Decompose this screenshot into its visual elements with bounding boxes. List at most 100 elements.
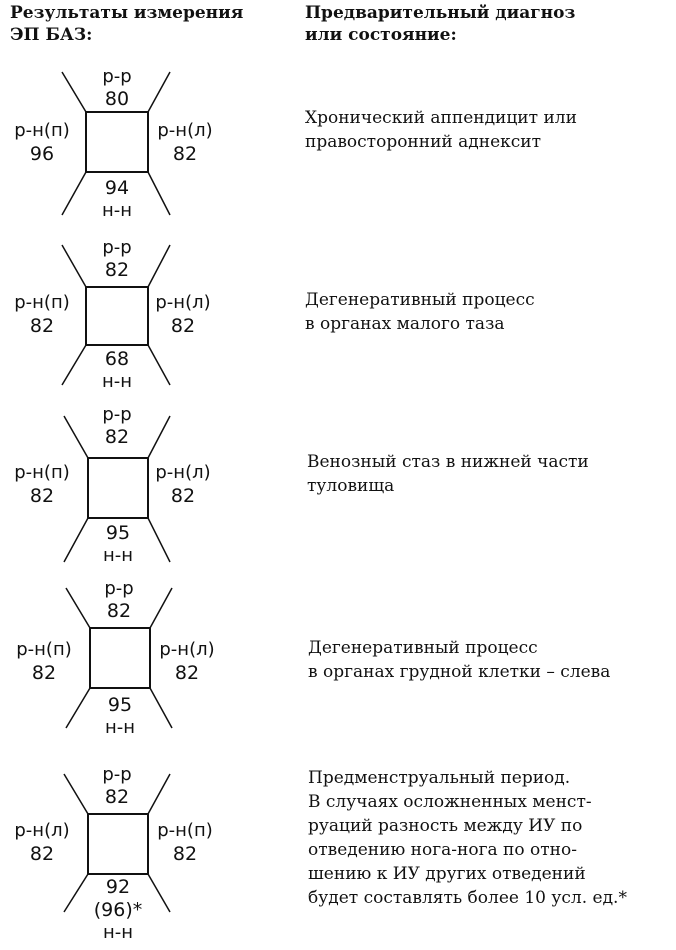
top-lead-label: р-р [102,66,132,87]
diagnosis-line: руаций разность между ИУ по [308,816,583,836]
left-lead-value: 82 [29,315,55,337]
diagnosis-text: Дегенеративный процесс в органах грудной… [308,636,610,684]
diagram-diagonal-tl [65,587,91,629]
diagram-diagonal-tr [149,587,173,629]
diagnosis-line: отведению нога-нога по отно- [308,840,577,860]
diagram-diagonal-tr [147,415,171,459]
diagram-diagonal-tr [147,244,171,288]
diagnosis-line: Дегенеративный процесс [308,638,538,658]
diagnosis-line: правосторонний аднексит [305,132,542,152]
bottom-lead-label: н-н [102,545,134,566]
diagram-square [89,627,151,689]
electrode-diagram [63,415,171,563]
top-lead-label: р-р [104,578,134,599]
left-lead-value: 96 [29,143,55,165]
right-lead-value: 82 [170,315,196,337]
bottom-lead-value: 95 [107,694,133,716]
entry-1: р-р 80 р-н(п) 96 р-н(л) 82 94 н-н Хронич… [0,60,676,240]
bottom-lead-value: 94 [104,177,130,199]
diagram-diagonal-br [149,687,173,729]
bottom-lead-value: 95 [105,522,131,544]
header-left-line-1: Результаты измерения [10,3,244,23]
diagnosis-line: Хронический аппендицит или [305,108,577,128]
diagnosis-line: шению к ИУ других отведений [308,864,586,884]
bottom-lead-label: н-н [101,200,133,221]
left-lead-label: р-н(п) [14,462,70,483]
diagram-square [85,286,149,346]
header-right-line-1: Предварительный диагноз [305,3,576,23]
diagram-diagonal-tl [63,415,89,459]
entry-2: р-р 82 р-н(п) 82 р-н(л) 82 68 н-н Дегене… [0,233,676,413]
diagram-square [85,111,149,173]
top-lead-label: р-р [102,764,132,785]
diagnosis-line: Венозный стаз в нижней части [307,452,589,472]
header-measurement-results: Результаты измерения ЭП БАЗ: [10,2,243,46]
diagram-square [87,457,149,519]
diagram-diagonal-tl [63,773,89,815]
header-right-line-2: или состояние: [305,25,457,45]
diagram-diagonal-tr [147,773,171,815]
diagnosis-text: Дегенеративный процесс в органах малого … [305,288,535,336]
right-lead-label: р-н(л) [155,462,211,483]
bottom-lead-label: н-н [104,717,136,738]
left-lead-value: 82 [31,662,57,684]
diagram-diagonal-bl [65,687,91,729]
top-lead-label: р-р [102,237,132,258]
diagram-diagonal-bl [61,171,87,216]
diagnosis-text: Венозный стаз в нижней части туловища [307,450,589,498]
diagram-diagonal-bl [63,873,89,913]
bottom-lead-label: н-н [101,371,133,392]
diagnosis-line: туловища [307,476,395,496]
bottom-lead-alt-value: (96)* [93,899,143,921]
right-lead-label: р-н(п) [157,820,213,841]
right-lead-label: р-н(л) [155,292,211,313]
diagram-diagonal-br [147,171,171,216]
left-lead-value: 82 [29,485,55,507]
diagnosis-line: в органах малого таза [305,314,505,334]
diagnosis-text: Хронический аппендицит или правосторонни… [305,106,577,154]
right-lead-value: 82 [172,843,198,865]
top-lead-value: 80 [104,88,130,110]
bottom-lead-value: 68 [104,348,130,370]
diagram-diagonal-bl [61,344,87,386]
diagram-diagonal-br [147,517,171,563]
diagram-diagonal-bl [63,517,89,563]
top-lead-value: 82 [104,426,130,448]
left-lead-label: р-н(п) [14,292,70,313]
diagram-diagonal-tl [61,244,87,288]
top-lead-value: 82 [106,600,132,622]
electrode-diagram [61,244,171,386]
right-lead-label: р-н(л) [157,120,213,141]
electrode-diagram [65,587,173,729]
bottom-lead-label: н-н [102,922,134,943]
diagnosis-line: будет составлять более 10 усл. ед.* [308,888,627,908]
diagram-diagonal-tr [147,71,171,113]
diagnosis-line: Предменструальный период. [308,768,571,788]
diagnosis-text: Предменструальный период. В случаях осло… [308,766,627,910]
right-lead-value: 82 [170,485,196,507]
diagram-diagonal-br [147,873,171,913]
right-lead-value: 82 [172,143,198,165]
top-lead-value: 82 [104,786,130,808]
diagram-diagonal-tl [61,71,87,113]
electrode-diagram [61,71,171,216]
right-lead-label: р-н(л) [159,639,215,660]
entry-4: р-р 82 р-н(п) 82 р-н(л) 82 95 н-н Дегене… [0,576,676,756]
diagnosis-line: в органах грудной клетки – слева [308,662,611,682]
header-left-line-2: ЭП БАЗ: [10,25,93,45]
left-lead-label: р-н(п) [16,639,72,660]
entry-5: р-р 82 р-н(л) 82 р-н(п) 82 92 (96)* н-н … [0,762,676,950]
top-lead-value: 82 [104,259,130,281]
right-lead-value: 82 [174,662,200,684]
left-lead-label: р-н(п) [14,120,70,141]
diagram-square [87,813,149,875]
diagnosis-line: В случаях осложненных менст- [308,792,592,812]
diagnosis-line: Дегенеративный процесс [305,290,535,310]
electrode-diagram [63,773,171,913]
top-lead-label: р-р [102,404,132,425]
left-lead-label: р-н(л) [14,820,70,841]
diagram-diagonal-br [147,344,171,386]
header-diagnosis: Предварительный диагноз или состояние: [305,2,575,46]
left-lead-value: 82 [29,843,55,865]
entry-3: р-р 82 р-н(п) 82 р-н(л) 82 95 н-н Венозн… [0,402,676,582]
